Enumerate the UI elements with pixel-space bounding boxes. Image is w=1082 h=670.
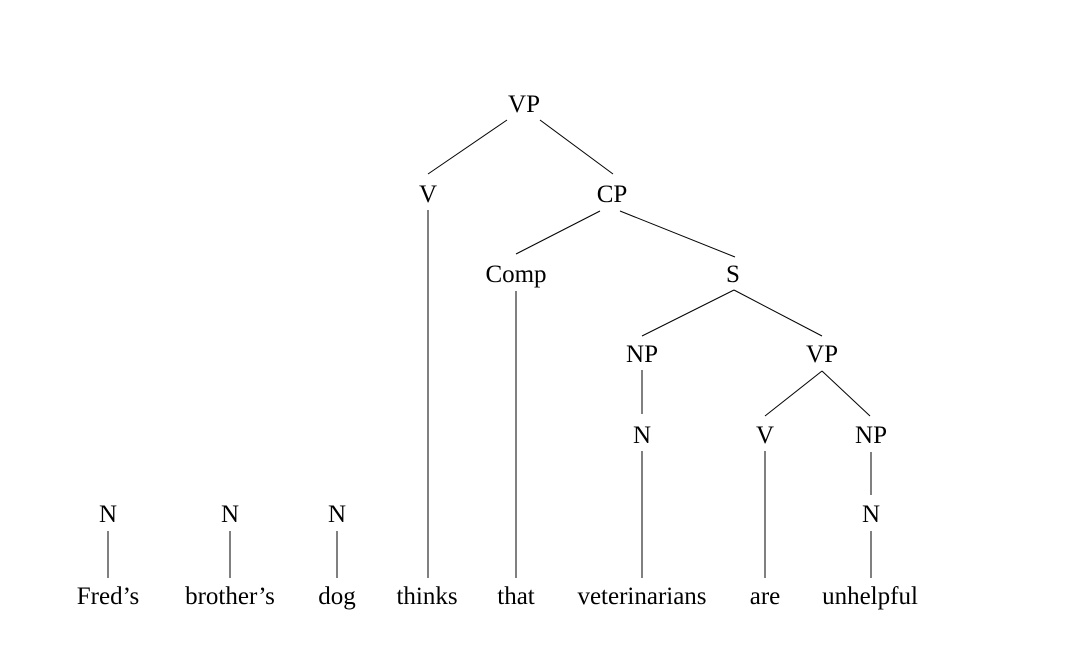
word-that: that — [497, 583, 535, 610]
edge-vp-cp — [539, 119, 614, 175]
word-unhelpful: unhelpful — [822, 583, 918, 610]
node-v-are: V — [756, 422, 774, 449]
word-brothers: brother’s — [185, 583, 275, 610]
edge-vp-v-are — [764, 370, 823, 417]
word-veterinarians: veterinarians — [577, 583, 706, 610]
node-n-subj: N — [633, 422, 651, 449]
node-vp-root: VP — [508, 91, 540, 118]
node-comp: Comp — [485, 261, 546, 288]
node-n-dog: N — [328, 501, 346, 528]
word-thinks: thinks — [396, 583, 457, 610]
node-np-obj: NP — [855, 422, 887, 449]
word-are: are — [750, 583, 781, 610]
node-n-freds: N — [99, 501, 117, 528]
node-labels: VP V CP Comp S NP VP N V NP N N N N — [99, 91, 887, 528]
word-dog: dog — [318, 583, 356, 610]
tree-branches — [107, 119, 872, 578]
edge-vp-v — [427, 119, 508, 175]
node-cp: CP — [597, 181, 628, 208]
edge-s-vp — [733, 289, 823, 337]
terminal-words: Fred’s brother’s dog thinks that veterin… — [77, 583, 918, 610]
node-s: S — [726, 261, 740, 288]
node-n-obj: N — [862, 501, 880, 528]
word-freds: Fred’s — [77, 583, 140, 610]
edge-cp-comp — [515, 210, 601, 255]
edge-vp-np — [821, 370, 871, 417]
node-n-brothers: N — [221, 501, 239, 528]
node-v-main: V — [419, 181, 437, 208]
node-np-subj: NP — [626, 341, 658, 368]
edge-s-np — [641, 289, 735, 337]
node-vp-inner: VP — [806, 341, 838, 368]
edge-cp-s — [619, 210, 736, 258]
